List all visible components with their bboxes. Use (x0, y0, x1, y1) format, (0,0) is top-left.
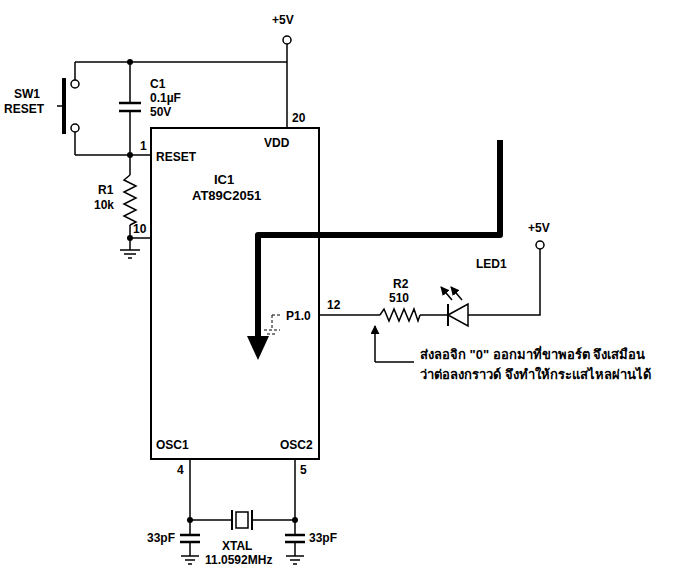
chip-name: IC1 (214, 173, 234, 187)
switch-name: SW1 (14, 88, 40, 101)
internal-ground (264, 315, 282, 334)
wire (320, 314, 380, 316)
wire (420, 314, 448, 316)
part-value: 11.0592MHz (205, 554, 272, 567)
wire (189, 460, 191, 535)
part-name: LED1 (476, 258, 507, 271)
pin-name: OSC1 (156, 439, 189, 452)
pin-name: RESET (156, 151, 196, 164)
wire (190, 519, 232, 521)
part-name: C1 (150, 78, 165, 91)
pin-number: 1 (140, 140, 147, 153)
current-flow-arrow (258, 140, 500, 338)
pin-number: 5 (300, 464, 307, 477)
chip-part-number: AT89C2051 (192, 189, 261, 203)
part-name: R1 (98, 184, 113, 197)
current-flow-arrowhead (247, 336, 269, 360)
supply-terminal (283, 36, 291, 44)
resistor-symbol (380, 309, 420, 321)
switch-function: RESET (4, 103, 44, 116)
wire (286, 44, 288, 127)
ground-symbol (120, 250, 140, 258)
pin-name: OSC2 (280, 439, 313, 452)
leader-arrow (374, 326, 376, 362)
supply-terminal (536, 241, 544, 249)
pin-name: P1.0 (286, 310, 311, 323)
crystal-symbol (232, 510, 252, 530)
part-name: XTAL (222, 540, 252, 553)
pin-number: 20 (292, 112, 305, 125)
part-rating: 50V (150, 106, 171, 119)
part-name: R2 (393, 278, 408, 291)
capacitor-symbol (180, 535, 305, 556)
pin-number: 12 (327, 299, 340, 312)
part-value: 33pF (147, 532, 175, 545)
note-text: ส่งลอจิก "0" ออกมาที่ขาพอร์ต จึงเสมือนว่… (420, 345, 655, 384)
wire (75, 154, 150, 156)
pin-number: 4 (177, 464, 184, 477)
part-value: 510 (389, 292, 409, 305)
wire (468, 249, 540, 315)
part-value: 10k (94, 199, 114, 212)
led-symbol (441, 287, 468, 326)
leader-line (375, 361, 414, 363)
switch-symbol (57, 62, 79, 155)
capacitor-symbol (119, 62, 141, 155)
wire (294, 460, 296, 535)
part-value: 0.1µF (150, 92, 181, 105)
supply-label: +5V (528, 222, 550, 235)
pin-name: VDD (264, 137, 289, 150)
part-value: 33pF (309, 532, 337, 545)
ic-package: IC1AT89C2051 VDD RESET P1.0OSC1 OSC2 (150, 127, 320, 460)
wire (75, 61, 287, 63)
supply-label: +5V (272, 14, 294, 27)
wire (252, 519, 295, 521)
pin-number: 10 (133, 223, 146, 236)
